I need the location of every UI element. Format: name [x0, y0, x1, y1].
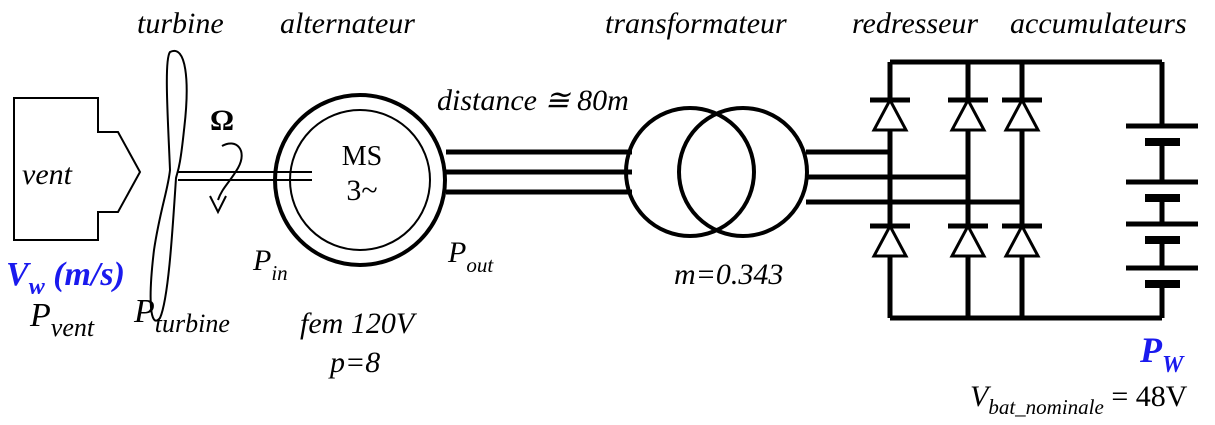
label-p-w: PW	[1139, 330, 1185, 378]
transformer-primary-coil	[624, 106, 756, 238]
battery-string-icon	[1126, 62, 1198, 318]
label-accumulateurs: accumulateurs	[1010, 7, 1187, 40]
alternator-outer-circle	[273, 93, 447, 267]
label-fem: fem 120V	[300, 307, 418, 340]
label-p-in: Pin	[252, 244, 288, 285]
label-transformer-ratio: m=0.343	[674, 258, 783, 291]
diode-upper-2	[948, 96, 988, 132]
label-ms: MS	[342, 141, 382, 172]
omega-symbol: Ω	[210, 104, 234, 137]
alternator-inner-circle	[289, 109, 431, 251]
wind-arrow-shape	[13, 97, 142, 241]
diode-upper-1	[870, 96, 910, 132]
diode-upper-3	[1002, 96, 1042, 132]
label-transformateur: transformateur	[605, 7, 787, 40]
label-redresseur: redresseur	[852, 7, 978, 40]
rotation-arrowhead-icon	[209, 195, 227, 215]
diode-lower-1	[870, 222, 910, 258]
label-alternateur: alternateur	[280, 7, 415, 40]
label-battery-voltage: Vbat_nominale = 48V	[970, 380, 1188, 419]
label-p-vent: Pvent	[29, 297, 95, 342]
turbine-blade-icon	[149, 49, 188, 322]
label-distance: distance ≅ 80m	[437, 84, 629, 117]
label-p-out: Pout	[447, 236, 494, 277]
label-three-phase: 3~	[346, 174, 377, 207]
label-poles: p=8	[328, 346, 380, 379]
label-p-turbine: Pturbine	[133, 293, 230, 338]
label-wind-speed: Vw (m/s)	[6, 256, 125, 300]
label-turbine: turbine	[137, 7, 224, 40]
label-vent: vent	[22, 158, 73, 191]
rotation-arrow-icon	[217, 142, 243, 201]
diode-lower-2	[948, 222, 988, 258]
diode-lower-3	[1002, 222, 1042, 258]
transformer-secondary-coil	[677, 106, 809, 238]
